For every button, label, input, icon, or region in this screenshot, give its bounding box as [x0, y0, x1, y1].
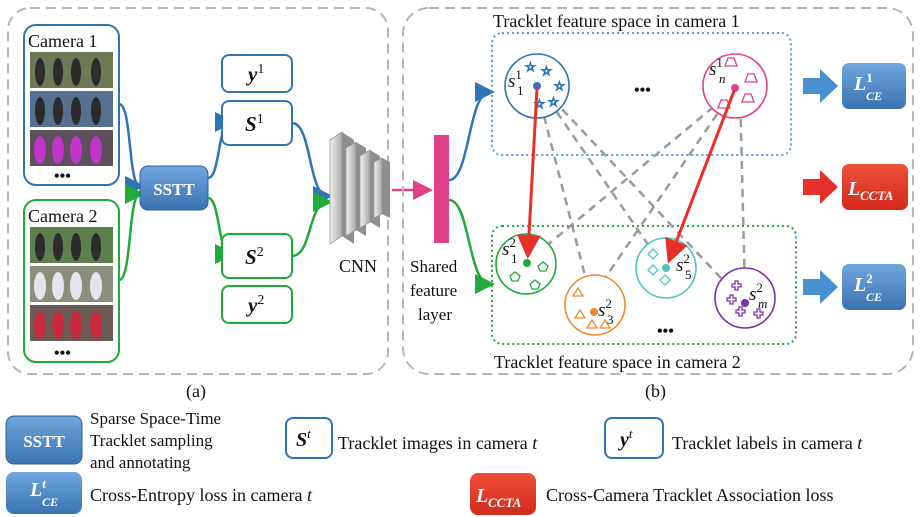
legend-lccta-sub: CCTA [488, 495, 522, 510]
legend-lce-label: Lt [29, 476, 46, 501]
svg-text:☆: ☆ [554, 79, 565, 93]
sn1-label: s1 [709, 55, 723, 80]
to-loss-ccta-arrow [803, 170, 838, 204]
legend-lce-sub: CE [42, 495, 58, 509]
camera2-to-sstt-arrow [118, 184, 145, 282]
sm2-label: s2 [749, 280, 763, 305]
space1-frame [491, 32, 792, 156]
svg-text:☆: ☆ [525, 60, 536, 74]
to-loss-ce2-arrow [803, 270, 838, 304]
camera2-ellipsis: ••• [54, 345, 71, 362]
legend-sstt-desc-2: Tracklet sampling [90, 431, 213, 450]
s32-sub: 3 [607, 312, 614, 327]
sstt-box [139, 165, 209, 211]
space2-title: Tracklet feature space in camera 2 [494, 352, 741, 372]
sstt-label: SSTT [153, 180, 195, 199]
camera1-to-sstt-arrow [118, 102, 145, 196]
legend-st-label: St [296, 426, 311, 451]
camera1-ellipsis: ••• [54, 168, 71, 185]
loss-ce2-label: L2 [853, 271, 873, 296]
legend-st-desc: Tracklet images in camera t [338, 433, 538, 453]
s2-to-cnn-arrow [291, 192, 333, 258]
caption-b: (b) [645, 381, 666, 402]
loss-ccta-label: L [847, 178, 860, 200]
loss-ccta-box [842, 164, 908, 210]
legend-yt-desc: Tracklet labels in camera t [672, 433, 863, 453]
legend-sstt-box [5, 415, 83, 465]
s2-label: S2 [245, 245, 264, 269]
negative-association-lines [529, 88, 755, 305]
legend-st-box [285, 417, 333, 459]
svg-text:☆: ☆ [548, 95, 559, 109]
camera2-label: Camera 2 [28, 206, 97, 226]
s11-sub: 1 [517, 83, 524, 98]
s1-to-cnn-arrow [291, 121, 333, 206]
cluster-s1-cam2 [495, 233, 557, 295]
camera2-thumbnails [30, 227, 113, 341]
svg-text:☆: ☆ [534, 97, 545, 111]
legend-lccta-label: L [475, 485, 488, 507]
space1-title: Tracklet feature space in camera 1 [493, 11, 740, 31]
loss-ce1-box [842, 63, 906, 109]
legend-sstt-box-label: SSTT [23, 432, 65, 451]
s1-label: S1 [245, 112, 264, 136]
positive-association-arrow-1 [516, 87, 541, 259]
y2-label: y2 [245, 293, 264, 317]
cluster-s3-cam2 [564, 274, 626, 336]
s52-sub: 5 [685, 267, 692, 282]
cluster-sn-cam1 [702, 53, 768, 119]
legend-sstt-desc-1: Sparse Space-Time [90, 409, 221, 428]
cluster-s1-cam1: ☆ ☆ ☆ ☆ ☆ [504, 53, 570, 119]
s11-label: s1 [508, 67, 522, 92]
space2-frame [491, 225, 797, 345]
cnn-block [329, 131, 390, 245]
sn1-sub: n [719, 71, 726, 86]
legend-lce-box [6, 472, 82, 514]
legend-lce-desc: Cross-Entropy loss in camera t [90, 485, 313, 505]
cluster-sm-cam2 [714, 267, 776, 329]
y2-box [221, 285, 293, 324]
camera1-label: Camera 1 [28, 31, 97, 51]
sm2-sub: m [758, 296, 767, 311]
shared-label-line2: feature [410, 281, 457, 300]
caption-a: (a) [186, 381, 206, 402]
loss-ce1-sub: CE [866, 89, 882, 103]
legend-yt-label: yt [618, 426, 633, 451]
positive-association-arrow-n [665, 90, 736, 264]
space1-ellipsis: ••• [634, 82, 651, 99]
s32-label: s2 [598, 296, 612, 321]
loss-ccta-sub: CCTA [860, 188, 894, 203]
shared-to-space2-arrow [448, 198, 495, 294]
shared-to-space1-arrow [448, 82, 495, 182]
legend-sstt-desc-3: and annotating [90, 453, 191, 472]
legend-yt-box [604, 417, 664, 459]
cnn-label: CNN [339, 256, 377, 276]
shared-label-line3: layer [418, 305, 452, 324]
to-loss-ce1-arrow [803, 69, 838, 103]
y1-label: y1 [245, 62, 264, 86]
shared-feature-layer-bar [434, 135, 449, 243]
camera1-thumbnails [30, 52, 113, 166]
svg-text:☆: ☆ [541, 64, 552, 78]
s12-sub: 1 [511, 251, 518, 266]
loss-ce2-sub: CE [866, 290, 882, 304]
space2-ellipsis: ••• [657, 323, 674, 340]
loss-ce2-box [842, 264, 906, 310]
panel-b-frame [402, 7, 914, 375]
legend-lccta-box [470, 473, 536, 515]
s12-label: s2 [502, 235, 516, 260]
shared-label-line1: Shared [410, 257, 458, 276]
y1-box [221, 54, 293, 93]
loss-ce1-label: L1 [853, 70, 873, 95]
legend-lccta-desc: Cross-Camera Tracklet Association loss [546, 485, 833, 505]
